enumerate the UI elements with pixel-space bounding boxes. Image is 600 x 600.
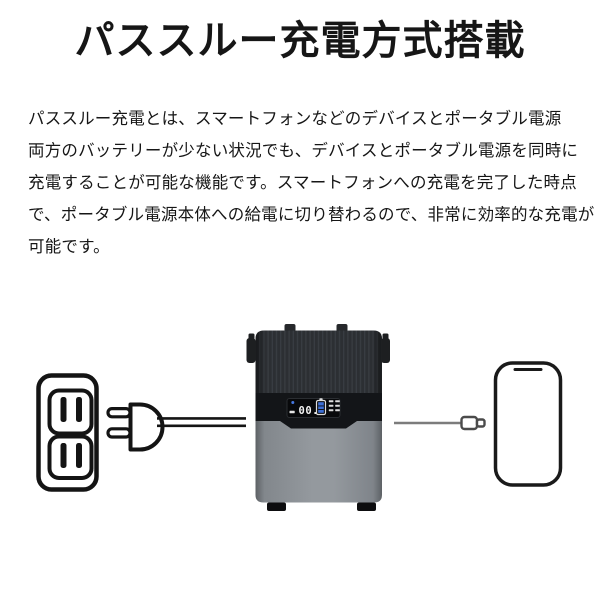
station-display: 00. xyxy=(286,398,341,418)
display-led xyxy=(291,401,295,404)
station-top-tab xyxy=(284,324,296,332)
station-foot xyxy=(357,502,376,511)
display-output-indicators xyxy=(328,400,340,412)
pass-through-charging-diagram: 00. xyxy=(36,324,563,511)
station-body-gray xyxy=(255,415,382,503)
smartphone-icon xyxy=(493,361,563,487)
indicator-bar xyxy=(335,404,340,407)
description-line: 充電することが可能な機能です。スマートフォンへの充電を完了した時点 xyxy=(28,174,577,192)
wall-outlet-icon xyxy=(36,373,99,492)
indicator-bar xyxy=(328,404,334,407)
indicator-bar xyxy=(335,400,340,403)
description: パススルー充電とは、スマートフォンなどのデバイスとポータブル電源 両方のバッテリ… xyxy=(28,103,595,263)
usb-connector-tip xyxy=(475,418,486,428)
description-line: 両方のバッテリーが少ない状況でも、デバイスとポータブル電源を同時に xyxy=(28,142,579,160)
usb-connector-body xyxy=(460,415,479,431)
plug-prong xyxy=(106,427,132,439)
station-side-latch xyxy=(246,338,256,363)
battery-level-icon xyxy=(315,398,327,416)
page-title: パススルー充電方式搭載 xyxy=(74,19,526,63)
portable-power-station: 00. xyxy=(246,324,390,511)
outlet-slot xyxy=(76,443,82,468)
outlet-slot xyxy=(76,397,82,422)
phone-body xyxy=(493,361,563,487)
station-side-latch xyxy=(381,338,390,363)
battery-segment-line xyxy=(318,405,324,407)
battery-fill xyxy=(318,402,324,413)
indicator-bar xyxy=(335,409,340,412)
display-screen xyxy=(286,398,341,418)
display-reading: 00. xyxy=(299,405,319,417)
indicator-bar xyxy=(328,409,334,412)
station-top-shade xyxy=(255,330,382,396)
description-line: 可能です。 xyxy=(28,238,110,256)
station-top-tab xyxy=(336,324,348,332)
ac-cable xyxy=(157,417,246,428)
outlet-slot xyxy=(60,443,67,468)
description-line: パススルー充電とは、スマートフォンなどのデバイスとポータブル電源 xyxy=(28,110,562,128)
station-foot xyxy=(267,502,286,511)
indicator-bar xyxy=(328,400,334,403)
ac-plug-icon xyxy=(106,402,165,452)
battery-cap xyxy=(319,398,323,401)
display-dash xyxy=(289,410,295,414)
plug-prong xyxy=(106,406,132,419)
outlet-socket xyxy=(47,434,94,480)
battery-segment-line xyxy=(318,409,324,410)
outlet-socket xyxy=(47,388,94,436)
outlet-slot xyxy=(60,397,67,422)
usb-connector-icon xyxy=(460,415,486,431)
description-line: で、ポータブル電源本体への給電に切り替わるので、非常に効率的な充電が xyxy=(28,206,595,224)
plug-body xyxy=(128,402,165,452)
